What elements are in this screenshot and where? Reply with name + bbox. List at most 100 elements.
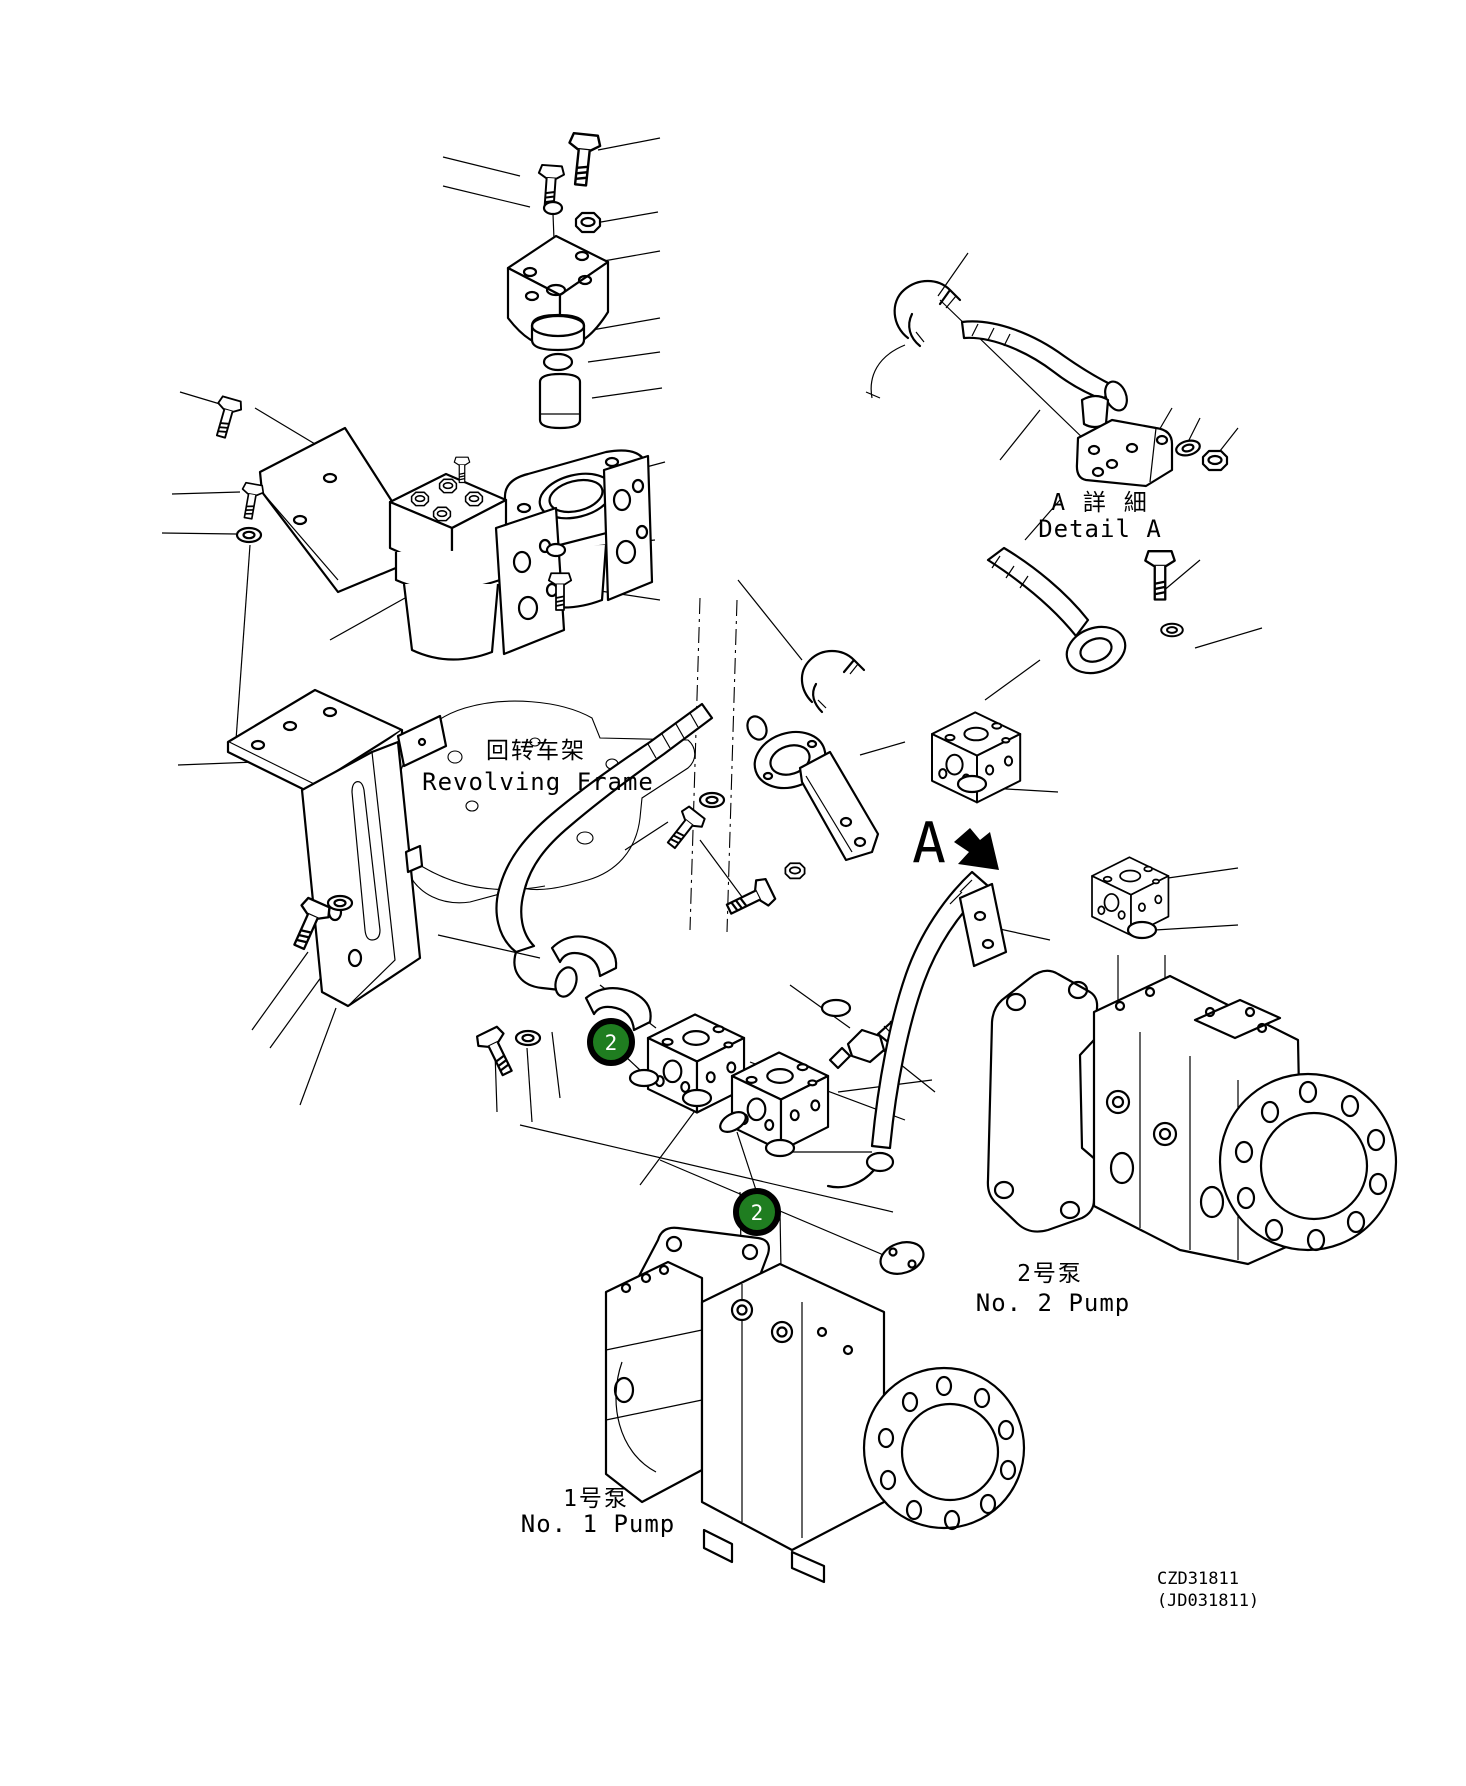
port: [517, 595, 539, 621]
revolving-frame-outline: [395, 700, 696, 904]
bracket-hole: [1155, 434, 1169, 446]
port: [512, 550, 532, 574]
detail-bracket-fold: [1149, 427, 1157, 483]
endcap-hole: [943, 1509, 961, 1531]
head-bolt: [438, 478, 458, 494]
bracket-rib-block: [396, 714, 448, 768]
top-filter-assembly: [388, 131, 654, 661]
leader-line: [171, 491, 241, 495]
endcap-hole: [997, 1419, 1015, 1441]
endcap-hole: [999, 1459, 1017, 1481]
part-callouts: 2 2: [587, 1018, 781, 1236]
plate-hole: [839, 816, 853, 828]
centerline-dashdot: [689, 597, 738, 933]
flange-hole: [516, 502, 532, 514]
stud: [1256, 1022, 1268, 1034]
hose-hatch: [647, 743, 657, 759]
stud: [1114, 1000, 1126, 1012]
pump1-port-inner: [776, 1326, 788, 1338]
hose-hatch: [1005, 565, 1015, 579]
tower-seam: [605, 1329, 703, 1351]
leader-line: [789, 984, 851, 1029]
long-bolt: [564, 131, 603, 188]
hose-2-flange: [1065, 625, 1127, 675]
leader-line: [1154, 924, 1239, 931]
leader-line: [526, 1047, 533, 1123]
callout-number[interactable]: 2: [751, 1201, 764, 1225]
bracket-hole: [981, 938, 995, 950]
detail-a-label-zh: A 詳 細: [1051, 490, 1149, 516]
part-callout-1[interactable]: 2: [587, 1018, 635, 1066]
center-hose-clamp-assembly: [473, 649, 908, 1081]
pump2-label-en: No. 2 Pump: [976, 1289, 1131, 1317]
side-port: [1109, 1151, 1135, 1185]
stud: [816, 1326, 828, 1338]
endcap-hole: [1236, 1186, 1256, 1210]
callout-number[interactable]: 2: [605, 1031, 618, 1055]
frame-hole: [447, 750, 463, 764]
bracket-hole: [250, 739, 266, 751]
leader-line: [591, 317, 661, 331]
stud: [658, 1264, 670, 1276]
u-bolt-thread: [849, 663, 859, 675]
endcap-hole: [901, 1391, 919, 1413]
mount-plate: [798, 750, 880, 862]
view-a-arrow-icon: [954, 828, 999, 870]
part-callout-2[interactable]: 2: [733, 1188, 781, 1236]
plate-fold: [261, 491, 339, 581]
bracket-washer: [326, 894, 354, 912]
pump1-endcap: [862, 1366, 1026, 1530]
endcap-hole: [1366, 1128, 1386, 1152]
frame-hole: [465, 800, 479, 812]
o-ring: [956, 774, 988, 794]
leader-line: [1194, 627, 1263, 649]
endcap-hole: [1368, 1172, 1388, 1196]
detail-a-assembly: [865, 279, 1229, 488]
port: [631, 478, 645, 494]
leader-line: [994, 927, 1051, 941]
leader-line: [736, 1131, 757, 1191]
cover-boss: [522, 266, 538, 278]
pump2-port: [1105, 1089, 1131, 1115]
callout-ring[interactable]: [587, 1018, 635, 1066]
hose-1: [495, 702, 714, 954]
endcap-hole: [1264, 1218, 1284, 1242]
hose-hatch: [1003, 333, 1011, 347]
hose-hatch: [661, 733, 671, 749]
leader-line: [597, 250, 661, 263]
flange-bolt-hole: [1059, 1200, 1081, 1220]
o-ring: [628, 1068, 660, 1088]
vertical-bolt: [1144, 550, 1176, 601]
housing-left-block: [494, 506, 566, 656]
detail-a-label-en: Detail A: [1038, 515, 1162, 543]
plate-hole: [292, 514, 308, 526]
pump1-foot: [702, 1528, 734, 1564]
pump1-endcap-inner: [900, 1402, 1000, 1502]
bracket-hole: [1091, 466, 1105, 478]
u-bolt-thread: [915, 331, 925, 343]
clamp-lower: [584, 987, 652, 1032]
bolt: [236, 481, 266, 521]
leader-line: [1161, 559, 1201, 593]
port: [635, 524, 649, 540]
plug-ring: [542, 200, 564, 216]
hose-hatch: [689, 712, 699, 728]
bracket-hole: [973, 910, 987, 922]
stud: [1204, 1006, 1216, 1018]
leader-line: [235, 544, 251, 741]
washer: [235, 526, 263, 544]
leader-line: [551, 1031, 561, 1099]
callout-ring[interactable]: [733, 1188, 781, 1236]
leader-line: [161, 532, 237, 535]
no1-pump: [604, 1226, 1026, 1584]
pump1-port: [730, 1298, 754, 1322]
cover-boss: [574, 250, 590, 262]
leader-line: [699, 839, 749, 906]
leader-line: [937, 252, 969, 297]
endcap-hole: [1346, 1210, 1366, 1234]
leader-line: [299, 1007, 337, 1106]
cap-ring-top: [530, 314, 586, 338]
endcap-hole: [877, 1427, 895, 1449]
leader-line: [591, 387, 663, 399]
endcap-hole: [935, 1375, 953, 1397]
